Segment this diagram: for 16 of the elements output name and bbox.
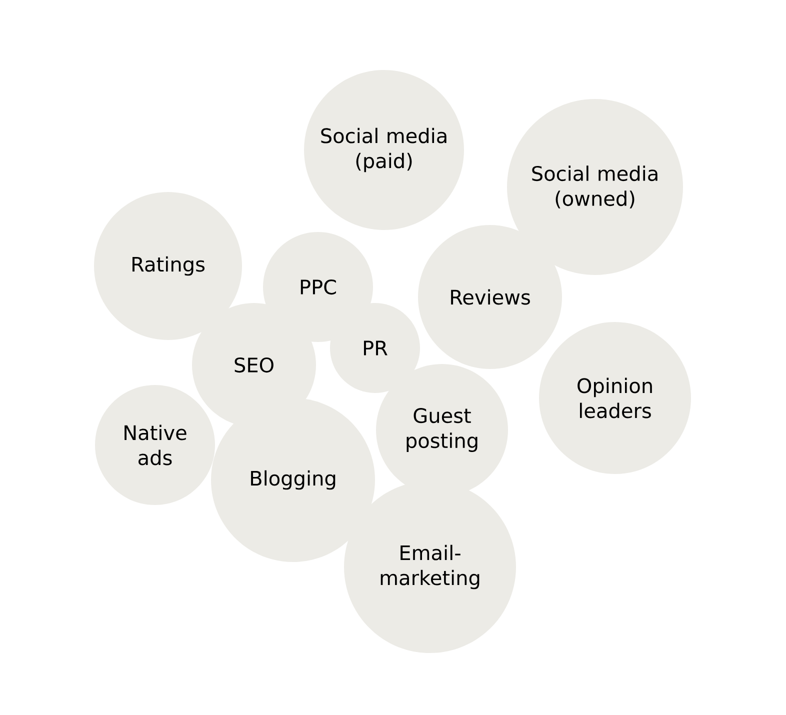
node-label: PPC [300, 279, 336, 295]
bubble: Reviews [418, 225, 562, 369]
node-label: SEO [234, 357, 274, 373]
bubble: Blogging [211, 398, 375, 562]
node-label: Guest posting [406, 408, 478, 452]
node-label: Email-marketing [380, 544, 480, 590]
bubble: Native ads [95, 385, 215, 505]
bubble: Ratings [94, 192, 242, 340]
node-label: Blogging [251, 470, 336, 490]
bubble: Guest posting [376, 364, 508, 496]
bubble: PR [330, 303, 420, 393]
bubble: Opinion leaders [539, 322, 691, 474]
bubble: Social media (paid) [304, 70, 464, 230]
bubble: Social media (owned) [507, 99, 683, 275]
bubble: Email-marketing [344, 481, 516, 653]
node-label: Native ads [124, 424, 186, 466]
